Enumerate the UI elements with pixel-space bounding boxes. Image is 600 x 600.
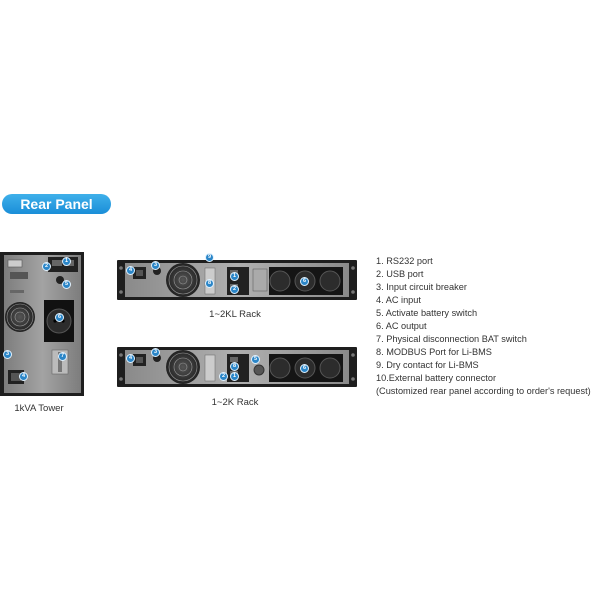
rack-kl-badge-1: 1: [230, 272, 239, 281]
rack-kl-badge-3: 3: [151, 261, 160, 270]
legend-item: 3. Input circuit breaker: [376, 282, 467, 292]
tower-badge-6: 6: [55, 313, 64, 322]
rack-kl-caption: 1~2KL Rack: [209, 309, 261, 320]
rack-k-badge-8: 8: [230, 362, 239, 371]
tower-badge-2: 2: [42, 262, 51, 271]
rack-k-badge-1: 1: [230, 372, 239, 381]
rack-kl-badge-9: 9: [205, 253, 214, 262]
tower-caption: 1kVA Tower: [14, 403, 64, 414]
legend-item: 7. Physical disconnection BAT switch: [376, 334, 527, 344]
rack-k-badge-5: 5: [251, 355, 260, 364]
tower-badge-1: 1: [62, 257, 71, 266]
tower-badge-7: 7: [58, 352, 67, 361]
rack-k-caption: 1~2K Rack: [211, 397, 259, 408]
rack-k-badge-4: 4: [126, 354, 135, 363]
rack-kl-badge-2: 2: [230, 285, 239, 294]
rack-k-badge-3: 3: [151, 348, 160, 357]
rack-k-badge-2: 2: [219, 372, 228, 381]
tower-badge-4: 4: [19, 372, 28, 381]
rack-kl-badge-4: 4: [126, 266, 135, 275]
rack-k-badge-6: 6: [300, 364, 309, 373]
tower-badge-5: 5: [62, 280, 71, 289]
legend-item: 9. Dry contact for Li-BMS: [376, 360, 479, 370]
section-title: Rear Panel: [2, 194, 111, 214]
port-legend: 1. RS232 port 2. USB port 3. Input circu…: [376, 255, 591, 398]
legend-item: 4. AC input: [376, 295, 421, 305]
tower-badge-3: 3: [3, 350, 12, 359]
rack-kl-badge-8: 8: [205, 279, 214, 288]
legend-item: 1. RS232 port: [376, 256, 433, 266]
legend-note: (Customized rear panel according to orde…: [376, 386, 591, 396]
tower-rear-panel: [0, 252, 84, 396]
legend-item: 8. MODBUS Port for Li-BMS: [376, 347, 492, 357]
legend-item: 5. Activate battery switch: [376, 308, 478, 318]
legend-item: 2. USB port: [376, 269, 424, 279]
rack-kl-badge-6: 6: [300, 277, 309, 286]
legend-item: 10.External battery connector: [376, 373, 497, 383]
legend-item: 6. AC output: [376, 321, 427, 331]
